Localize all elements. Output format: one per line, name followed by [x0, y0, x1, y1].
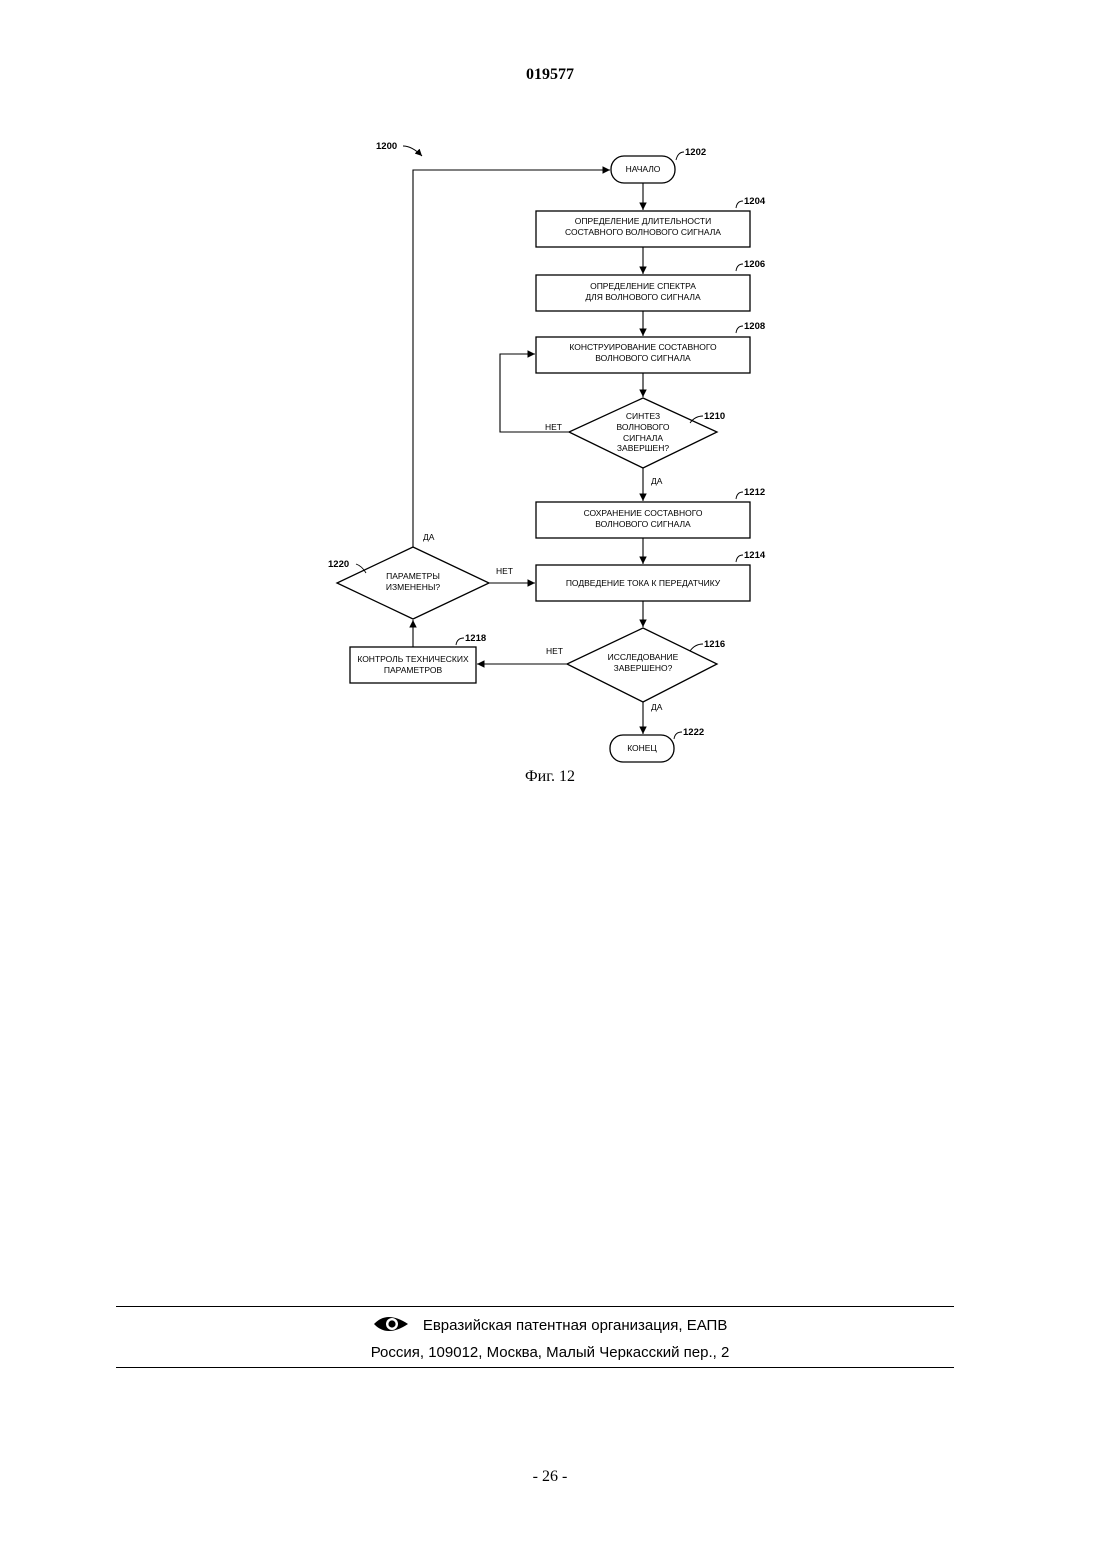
ref-1204: 1204	[744, 196, 766, 207]
start-node: НАЧАЛО	[611, 156, 675, 183]
footer-address: Россия, 109012, Москва, Малый Черкасский…	[0, 1344, 1100, 1361]
study-done-line-2: ЗАВЕРШЕНО?	[614, 663, 673, 673]
ref-1212: 1212	[744, 487, 765, 498]
study-no-label: НЕТ	[546, 646, 563, 656]
footer-top-rule	[116, 1306, 954, 1307]
monitor-node: КОНТРОЛЬ ТЕХНИЧЕСКИХ ПАРАМЕТРОВ	[350, 647, 476, 683]
duration-node: ОПРЕДЕЛЕНИЕ ДЛИТЕЛЬНОСТИ СОСТАВНОГО ВОЛН…	[536, 211, 750, 247]
synth-yes-label: ДА	[651, 476, 663, 486]
monitor-node-line-1: КОНТРОЛЬ ТЕХНИЧЕСКИХ	[357, 654, 469, 664]
spectrum-node-line-1: ОПРЕДЕЛЕНИЕ СПЕКТРА	[590, 281, 696, 291]
ref-1216-leader	[690, 644, 703, 651]
page-number: - 26 -	[0, 1468, 1100, 1486]
ref-1208-leader	[736, 326, 743, 333]
end-node: КОНЕЦ	[610, 735, 674, 762]
flowchart-figure: 1200 НАЧАЛО ОПРЕДЕЛЕНИЕ ДЛИТЕЛЬНОСТИ СОС…	[0, 0, 1100, 800]
ref-1214-leader	[736, 555, 743, 562]
duration-node-line-2: СОСТАВНОГО ВОЛНОВОГО СИГНАЛА	[565, 227, 721, 237]
synth-done-line-2: ВОЛНОВОГО	[617, 422, 670, 432]
synth-done-line-1: СИНТЕЗ	[626, 411, 660, 421]
construct-node: КОНСТРУИРОВАНИЕ СОСТАВНОГО ВОЛНОВОГО СИГ…	[536, 337, 750, 373]
start-node-label: НАЧАЛО	[626, 164, 661, 174]
ref-1214: 1214	[744, 550, 766, 561]
ref-1202-leader	[676, 152, 684, 160]
params-changed-line-2: ИЗМЕНЕНЫ?	[386, 582, 440, 592]
figure-caption: Фиг. 12	[0, 768, 1100, 786]
synth-done-line-3: СИГНАЛА	[623, 433, 663, 443]
construct-node-line-2: ВОЛНОВОГО СИГНАЛА	[595, 353, 691, 363]
synth-done-line-4: ЗАВЕРШЕН?	[617, 443, 669, 453]
current-node: ПОДВЕДЕНИЕ ТОКА К ПЕРЕДАТЧИКУ	[536, 565, 750, 601]
ref-1208: 1208	[744, 321, 765, 332]
figure-ref-label: 1200	[376, 141, 397, 152]
ref-1206-leader	[736, 264, 743, 271]
ref-1202: 1202	[685, 147, 706, 158]
footer-organization: Евразийская патентная организация, ЕАПВ	[0, 1314, 1100, 1338]
spectrum-node-line-2: ДЛЯ ВОЛНОВОГО СИГНАЛА	[585, 292, 701, 302]
ref-1216: 1216	[704, 639, 725, 650]
spectrum-node: ОПРЕДЕЛЕНИЕ СПЕКТРА ДЛЯ ВОЛНОВОГО СИГНАЛ…	[536, 275, 750, 311]
footer-organization-text: Евразийская патентная организация, ЕАПВ	[423, 1317, 728, 1334]
ref-1210: 1210	[704, 411, 725, 422]
params-no-label: НЕТ	[496, 566, 513, 576]
figure-ref-pointer	[403, 146, 422, 156]
eapo-logo-icon	[373, 1314, 409, 1338]
params-yes-label: ДА	[423, 532, 435, 542]
params-changed-decision: ПАРАМЕТРЫ ИЗМЕНЕНЫ?	[337, 547, 489, 619]
duration-node-line-1: ОПРЕДЕЛЕНИЕ ДЛИТЕЛЬНОСТИ	[575, 216, 711, 226]
ref-1218-leader	[456, 638, 464, 645]
save-node-line-1: СОХРАНЕНИЕ СОСТАВНОГО	[584, 508, 703, 518]
ref-1204-leader	[736, 201, 743, 208]
ref-1222: 1222	[683, 727, 704, 738]
study-done-decision: ИССЛЕДОВАНИЕ ЗАВЕРШЕНО?	[567, 628, 717, 702]
save-node: СОХРАНЕНИЕ СОСТАВНОГО ВОЛНОВОГО СИГНАЛА	[536, 502, 750, 538]
monitor-node-line-2: ПАРАМЕТРОВ	[384, 665, 443, 675]
synth-no-label: НЕТ	[545, 422, 562, 432]
ref-1220: 1220	[328, 559, 349, 570]
params-changed-line-1: ПАРАМЕТРЫ	[386, 571, 440, 581]
ref-1222-leader	[674, 732, 682, 739]
construct-node-line-1: КОНСТРУИРОВАНИЕ СОСТАВНОГО	[569, 342, 717, 352]
ref-1212-leader	[736, 492, 743, 499]
synth-done-decision: СИНТЕЗ ВОЛНОВОГО СИГНАЛА ЗАВЕРШЕН?	[569, 398, 717, 468]
study-done-line-1: ИССЛЕДОВАНИЕ	[608, 652, 679, 662]
end-node-label: КОНЕЦ	[627, 743, 657, 753]
ref-1206: 1206	[744, 259, 765, 270]
ref-1218: 1218	[465, 633, 486, 644]
footer-bottom-rule	[116, 1367, 954, 1368]
current-node-label: ПОДВЕДЕНИЕ ТОКА К ПЕРЕДАТЧИКУ	[566, 578, 721, 588]
save-node-line-2: ВОЛНОВОГО СИГНАЛА	[595, 519, 691, 529]
study-yes-label: ДА	[651, 702, 663, 712]
